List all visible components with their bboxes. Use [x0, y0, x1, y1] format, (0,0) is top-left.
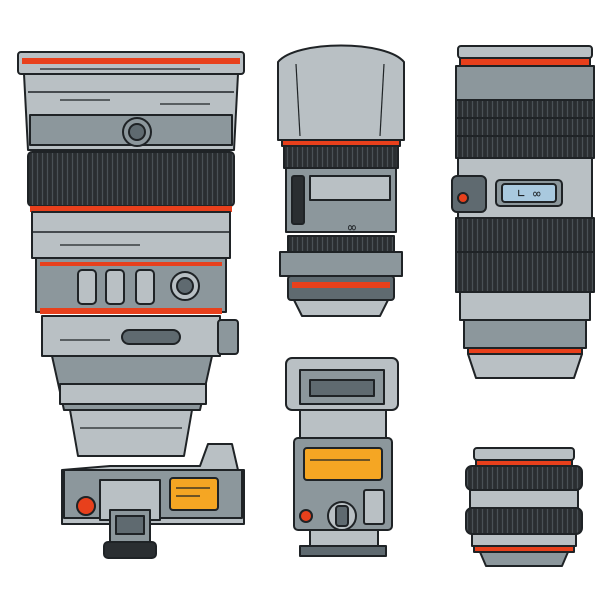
zoom-lens-icon: ∞ [277, 44, 405, 317]
camera-icon [61, 443, 245, 559]
infinity-mark: ∞ [348, 220, 357, 236]
prime-lens-icon [465, 447, 583, 567]
distance-scale: ∟ ∞ [517, 187, 541, 202]
standard-lens-icon: ∟ ∞ [451, 45, 595, 379]
flash-icon [285, 357, 399, 557]
telephoto-lens-icon [17, 51, 245, 457]
